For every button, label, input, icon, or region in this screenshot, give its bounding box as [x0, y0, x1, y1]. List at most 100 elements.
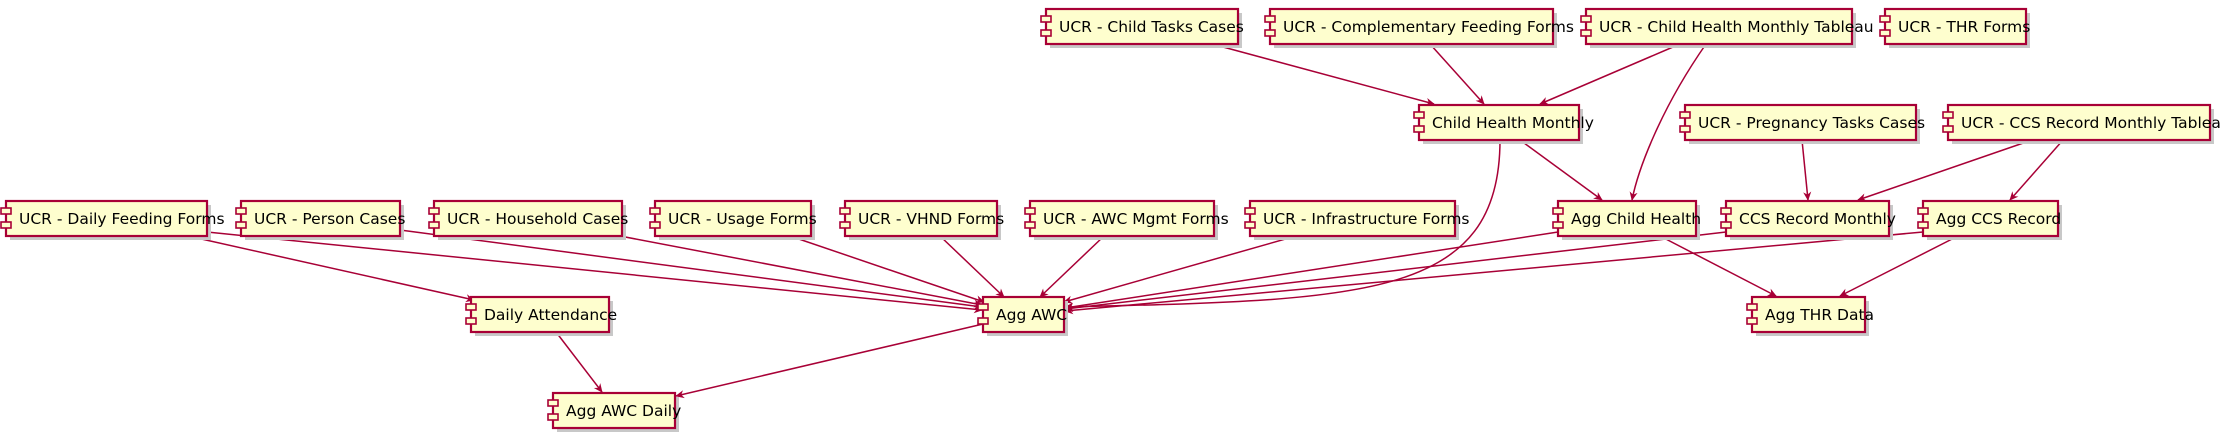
- component-label: UCR - VHND Forms: [858, 210, 1004, 228]
- component-box: [1883, 7, 2028, 46]
- component-node-agg-ccs[interactable]: Agg CCS Record: [1917, 199, 2062, 240]
- component-box: [551, 391, 677, 430]
- component-box: [432, 199, 624, 238]
- component-label: Daily Attendance: [484, 306, 617, 324]
- component-icon: [465, 303, 477, 311]
- edge-agg-ccs-to-agg-thr: [1839, 235, 1959, 297]
- component-icon: [1917, 207, 1929, 215]
- edge-household-to-agg-awc: [619, 235, 983, 308]
- component-label: UCR - Daily Feeding Forms: [19, 210, 225, 228]
- component-box: [1750, 295, 1867, 334]
- component-icon: [1264, 15, 1276, 23]
- component-label: Agg CCS Record: [1936, 210, 2061, 228]
- component-node-agg-thr[interactable]: Agg THR Data: [1746, 295, 1874, 336]
- component-icon: [428, 221, 440, 229]
- component-icon: [1580, 15, 1592, 23]
- edge-child-tasks-to-child-health-monthly: [1211, 43, 1435, 106]
- component-icon: [1942, 125, 1954, 133]
- edge-preg-tasks-to-ccs-monthly: [1801, 139, 1812, 201]
- component-icon: [1679, 111, 1691, 119]
- component-box: [1683, 103, 1918, 142]
- component-label: UCR - CCS Record Monthly Tableau: [1961, 114, 2222, 132]
- component-icon: [1720, 221, 1732, 229]
- component-label: UCR - THR Forms: [1898, 18, 2030, 36]
- component-node-ccs-tableau[interactable]: UCR - CCS Record Monthly Tableau: [1942, 103, 2222, 144]
- edge-agg-child-health-to-agg-thr: [1659, 235, 1777, 297]
- component-icon: [1552, 221, 1564, 229]
- component-label: UCR - Child Tasks Cases: [1059, 18, 1244, 36]
- component-icon: [977, 303, 989, 311]
- component-node-thr-forms[interactable]: UCR - THR Forms: [1879, 7, 2030, 48]
- component-box: [4, 199, 209, 238]
- component-icon: [1917, 221, 1929, 229]
- component-box: [1044, 7, 1240, 46]
- component-label: CCS Record Monthly: [1739, 210, 1896, 228]
- edge-agg-child-health-to-agg-awc: [1064, 231, 1559, 311]
- nodes-layer: UCR - Child Tasks Cases UCR - Complementa…: [0, 7, 2222, 432]
- edge-infra-to-agg-awc: [1063, 235, 1297, 304]
- component-node-chm-tableau[interactable]: UCR - Child Health Monthly Tableau: [1580, 7, 1874, 48]
- component-label: UCR - Child Health Monthly Tableau: [1599, 18, 1874, 36]
- component-icon: [547, 413, 559, 421]
- component-node-preg-tasks[interactable]: UCR - Pregnancy Tasks Cases: [1679, 103, 1925, 144]
- component-label: Agg THR Data: [1765, 306, 1874, 324]
- edge-daily-attendance-to-agg-awc-daily: [555, 331, 603, 393]
- component-node-awc-mgmt[interactable]: UCR - AWC Mgmt Forms: [1024, 199, 1229, 240]
- component-node-usage[interactable]: UCR - Usage Forms: [649, 199, 817, 240]
- component-box: [1028, 199, 1216, 238]
- component-node-daily-feeding[interactable]: UCR - Daily Feeding Forms: [0, 199, 225, 240]
- edge-chm-tableau-to-child-health-monthly: [1539, 43, 1681, 105]
- component-box: [239, 199, 402, 238]
- component-icon: [465, 317, 477, 325]
- component-icon: [1413, 111, 1425, 119]
- component-icon: [0, 221, 12, 229]
- component-icon: [1746, 303, 1758, 311]
- component-icon: [428, 207, 440, 215]
- component-label: Agg AWC: [996, 306, 1067, 324]
- component-node-child-health-monthly[interactable]: Child Health Monthly: [1413, 103, 1594, 144]
- component-node-agg-child-health[interactable]: Agg Child Health: [1552, 199, 1701, 240]
- component-node-comp-feeding[interactable]: UCR - Complementary Feeding Forms: [1264, 7, 1574, 48]
- component-node-person-cases[interactable]: UCR - Person Cases: [235, 199, 405, 240]
- component-icon: [0, 207, 12, 215]
- component-node-ccs-monthly[interactable]: CCS Record Monthly: [1720, 199, 1896, 240]
- component-label: UCR - Infrastructure Forms: [1263, 210, 1470, 228]
- component-label: Agg Child Health: [1571, 210, 1701, 228]
- component-node-agg-awc-daily[interactable]: Agg AWC Daily: [547, 391, 681, 432]
- component-node-agg-awc[interactable]: Agg AWC: [977, 295, 1068, 336]
- component-label: UCR - Person Cases: [254, 210, 405, 228]
- component-label: UCR - Usage Forms: [668, 210, 817, 228]
- component-node-infra[interactable]: UCR - Infrastructure Forms: [1244, 199, 1470, 240]
- component-node-household[interactable]: UCR - Household Cases: [428, 199, 628, 240]
- component-icon: [1413, 125, 1425, 133]
- component-label: Child Health Monthly: [1432, 114, 1594, 132]
- component-icon: [235, 221, 247, 229]
- component-icon: [1552, 207, 1564, 215]
- component-node-daily-attendance[interactable]: Daily Attendance: [465, 295, 617, 336]
- component-icon: [1024, 207, 1036, 215]
- edge-person-cases-to-agg-awc: [399, 229, 983, 310]
- edge-child-health-monthly-to-agg-child-health: [1519, 139, 1603, 201]
- component-icon: [1244, 207, 1256, 215]
- component-icon: [1720, 207, 1732, 215]
- component-node-vhnd[interactable]: UCR - VHND Forms: [839, 199, 1004, 240]
- component-icon: [1679, 125, 1691, 133]
- component-box: [1724, 199, 1891, 238]
- edge-agg-awc-to-agg-awc-daily: [675, 323, 984, 399]
- component-box: [843, 199, 999, 238]
- component-box: [469, 295, 611, 334]
- component-box: [1268, 7, 1555, 46]
- component-icon: [547, 399, 559, 407]
- edge-ccs-tableau-to-ccs-monthly: [1857, 139, 2033, 202]
- component-box: [1248, 199, 1457, 238]
- edges-layer: [187, 43, 2064, 399]
- edge-ccs-tableau-to-agg-ccs: [2009, 139, 2064, 201]
- component-icon: [649, 221, 661, 229]
- component-icon: [1040, 29, 1052, 37]
- component-icon: [1244, 221, 1256, 229]
- component-box: [1556, 199, 1698, 238]
- edge-comp-feeding-to-child-health-monthly: [1429, 43, 1485, 105]
- component-node-child-tasks[interactable]: UCR - Child Tasks Cases: [1040, 7, 1244, 48]
- component-icon: [1879, 29, 1891, 37]
